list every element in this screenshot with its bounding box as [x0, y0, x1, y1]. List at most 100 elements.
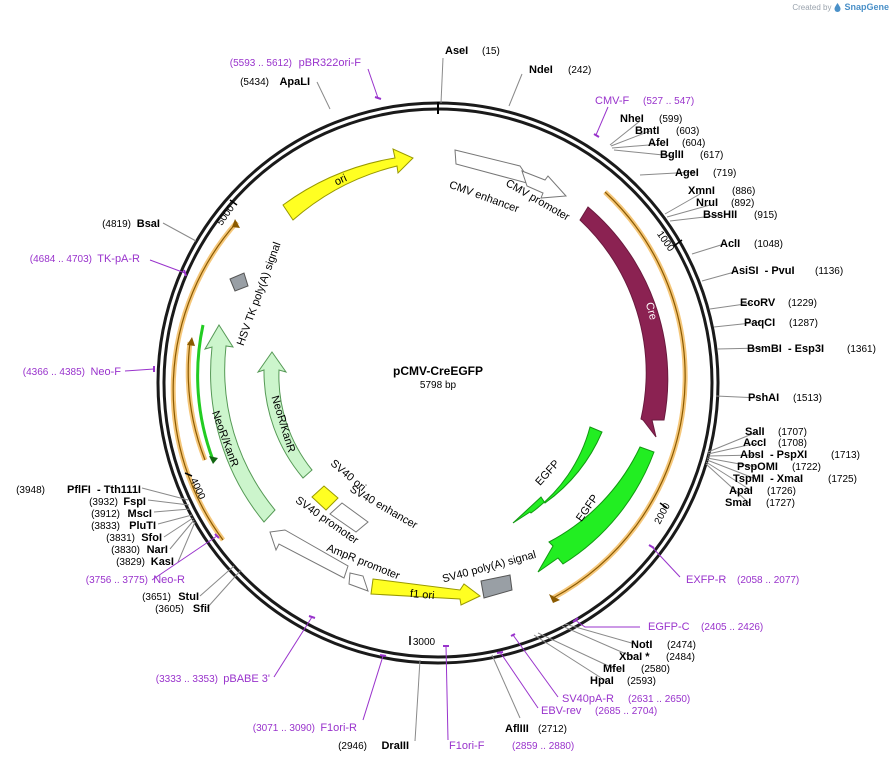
orf-arc-left-2-line — [187, 341, 206, 461]
site-label-msci: MscI — [128, 508, 152, 520]
primer-range-ebv-rev: (2685 .. 2704) — [595, 706, 657, 717]
site-pos-asei: (15) — [482, 46, 500, 57]
site-pos-pluti: (3833) — [91, 521, 120, 532]
primer-label-neo-f: Neo-F — [90, 366, 121, 378]
site-label-nari: NarI — [147, 544, 168, 556]
site-label-bmti: BmtI — [635, 125, 659, 137]
site-label-bsshii: BssHII — [703, 209, 737, 221]
feature-hsv-tk-polya[interactable] — [229, 272, 249, 292]
snapgene-brand: SnapGene — [844, 2, 889, 12]
site-label-ecorv: EcoRV — [740, 297, 776, 309]
tick-mark-4000 — [184, 472, 193, 477]
feature-neokan-outer[interactable] — [203, 324, 276, 523]
site-pos-pspomi: (1722) — [792, 462, 821, 473]
site-label-pluti: PluTI — [129, 520, 156, 532]
site-label-stui: StuI — [178, 591, 199, 603]
feature-cmv-promoter[interactable] — [521, 170, 568, 199]
primer-range-tk-pa-r: (4684 .. 4703) — [30, 254, 92, 265]
primer-label-neo-r: Neo-R — [153, 574, 185, 586]
site-pos-nrui: (892) — [731, 198, 754, 209]
site-pos-smai: (1727) — [766, 498, 795, 509]
feature-sv40-promoter[interactable] — [269, 529, 349, 579]
site-pos-agei: (719) — [713, 168, 736, 179]
site-label-pspomi: PspOMI — [737, 461, 778, 473]
primer-label-cmv-f: CMV-F — [595, 95, 630, 107]
feature-ori[interactable] — [282, 148, 414, 221]
primer-mark-f1ori-r — [379, 654, 387, 657]
site-pos-afliii: (2712) — [538, 724, 567, 735]
primer-label-pbabe3: pBABE 3' — [223, 673, 270, 685]
feature-cre[interactable] — [579, 206, 669, 438]
orf-arc-left-1-line — [172, 221, 238, 541]
feature-sv40-ori[interactable] — [311, 485, 339, 511]
site-label-asisi-pvui: AsiSI - PvuI — [731, 265, 795, 277]
primer-range-f1ori-f: (2859 .. 2880) — [512, 741, 574, 752]
primer-range-pbr322ori-f: (5593 .. 5612) — [230, 58, 292, 69]
site-pos-stui: (3651) — [142, 592, 171, 603]
site-label-nrui: NruI — [696, 197, 718, 209]
orf-arrow-left-2 — [187, 337, 195, 346]
site-leader-lines — [141, 57, 764, 742]
site-label-apali: ApaLI — [279, 76, 310, 88]
site-label-kasi: KasI — [151, 556, 174, 568]
site-label-smai: SmaI — [725, 497, 751, 509]
site-pos-apali: (5434) — [240, 77, 269, 88]
site-label-sfii: SfiI — [193, 603, 210, 615]
primer-range-f1ori-r: (3071 .. 3090) — [253, 723, 315, 734]
tick-mark-2000 — [659, 502, 668, 509]
site-label-acci: AccI — [743, 437, 766, 449]
site-label-bsmbi-esp3i: BsmBI - Esp3I — [747, 343, 824, 355]
site-pos-ndei: (242) — [568, 65, 591, 76]
label-ori: ori — [333, 172, 349, 188]
orf-arc-neo — [196, 324, 215, 461]
orf-arc-cre-egfp-line — [552, 191, 686, 599]
site-pos-paqci: (1287) — [789, 318, 818, 329]
site-pos-mfei: (2580) — [641, 664, 670, 675]
feature-egfp-outer[interactable] — [537, 446, 655, 573]
label-f1-ori: f1 ori — [410, 588, 435, 602]
site-pos-acli: (1048) — [754, 239, 783, 250]
plasmid-name: pCMV-CreEGFP — [393, 364, 483, 378]
label-hsv-tk-polya: HSV TK poly(A) signal — [235, 241, 284, 348]
primer-range-neo-f: (4366 .. 4385) — [23, 367, 85, 378]
site-pos-hpai: (2593) — [627, 676, 656, 687]
site-label-absi-pspxi: AbsI - PspXI — [740, 449, 807, 461]
primer-label-ebv-rev: EBV-rev — [541, 705, 582, 717]
orf-arrow-left-1 — [232, 219, 240, 228]
feature-f1-ori[interactable] — [370, 578, 481, 606]
site-pos-absi-pspxi: (1713) — [831, 450, 860, 461]
site-label-asei: AseI — [445, 45, 468, 57]
site-label-xbai: XbaI * — [619, 651, 650, 663]
site-pos-nari: (3830) — [111, 545, 140, 556]
orf-arrow-neo — [209, 456, 218, 464]
site-pos-nhei: (599) — [659, 114, 682, 125]
site-pos-xbai: (2484) — [666, 652, 695, 663]
feature-sv40-polya[interactable] — [480, 574, 513, 599]
site-pos-tspmi-xmai: (1725) — [828, 474, 857, 485]
site-label-tspmi-xmai: TspMI - XmaI — [733, 473, 803, 485]
site-label-mfei: MfeI — [603, 663, 625, 675]
site-pos-bsai: (4819) — [102, 219, 131, 230]
site-pos-xmni: (886) — [732, 186, 755, 197]
feature-ampr-promoter[interactable] — [348, 572, 369, 592]
feature-egfp-inner[interactable] — [512, 426, 603, 524]
primer-mark-cmv-f — [593, 133, 600, 138]
site-pos-acci: (1708) — [778, 438, 807, 449]
site-label-pflfi-tth111i: PflFI - Tth111I — [67, 484, 141, 496]
primer-label-exfp-r: EXFP-R — [686, 574, 726, 586]
tick-mark-1000 — [673, 239, 683, 247]
site-label-psh ai: PshAI — [748, 392, 779, 404]
site-label-ndei: NdeI — [529, 64, 553, 76]
snapgene-logo-icon — [834, 2, 841, 12]
created-by-text: Created by — [792, 2, 832, 12]
primer-label-pbr322ori-f: pBR322ori-F — [299, 57, 362, 69]
tick-mark-5000 — [229, 199, 238, 206]
site-pos-draiii: (2946) — [338, 741, 367, 752]
feature-neokan-inner[interactable] — [256, 351, 313, 479]
feature-sv40-enhancer[interactable] — [329, 502, 369, 533]
feature-cmv-enhancer[interactable] — [454, 149, 528, 184]
site-label-apai: ApaI — [729, 485, 753, 497]
site-pos-asisi-pvui: (1136) — [815, 266, 843, 277]
primer-range-cmv-f: (527 .. 547) — [643, 96, 694, 107]
label-egfp-inner: EGFP — [533, 458, 562, 488]
